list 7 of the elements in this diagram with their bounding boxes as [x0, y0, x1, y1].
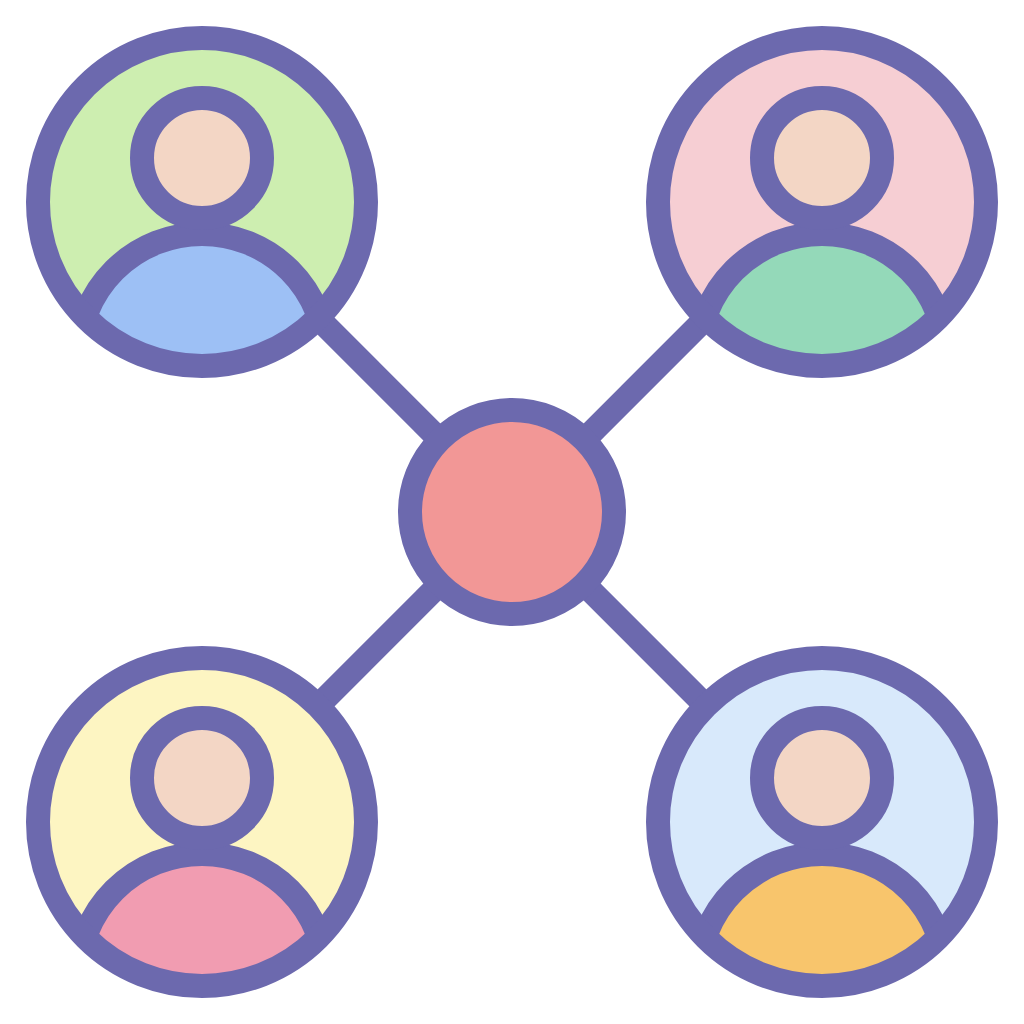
person-avatar-icon [646, 646, 998, 998]
person-avatar-icon [26, 26, 378, 378]
person-avatar-icon [646, 26, 998, 378]
connector-line [314, 580, 444, 710]
hub-circle-icon [398, 398, 626, 626]
connector-line [580, 580, 710, 710]
person-avatar-icon [26, 646, 378, 998]
